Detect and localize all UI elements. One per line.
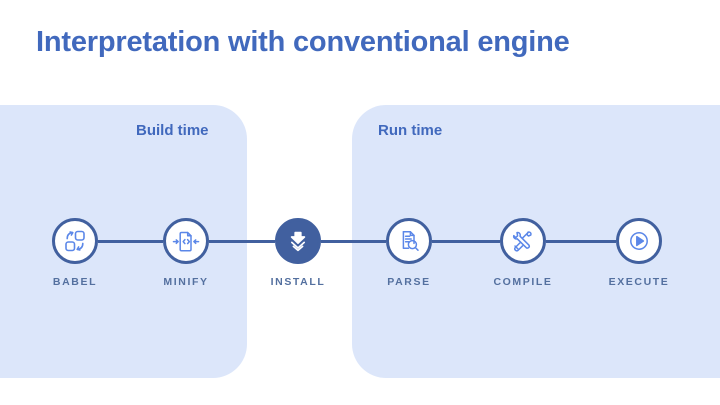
pipeline-step-babel-label: BABEL — [52, 276, 98, 288]
document-code-compress-icon — [172, 231, 200, 252]
pipeline-step-parse-label: PARSE — [387, 276, 431, 288]
document-magnifier-icon — [402, 231, 419, 251]
pipeline-step-minify-label: MINIFY — [163, 276, 209, 288]
pipeline-step-install-label: INSTALL — [270, 276, 326, 288]
play-circle-icon — [630, 232, 648, 250]
pipeline-step-minify[interactable]: MINIFY — [163, 218, 209, 288]
panel-run-time-label: Run time — [378, 122, 443, 139]
download-arrow-icon — [290, 231, 306, 252]
pipeline-step-babel[interactable]: BABEL — [52, 218, 98, 288]
minify-circle — [163, 218, 209, 264]
install-circle — [275, 218, 321, 264]
pipeline-step-execute-label: EXECUTE — [608, 276, 670, 288]
transform-squares-arrows-icon — [65, 230, 85, 252]
babel-circle — [52, 218, 98, 264]
pipeline-step-parse[interactable]: PARSE — [386, 218, 432, 288]
connector-babel-minify — [98, 240, 163, 243]
page-title: Interpretation with conventional engine — [36, 26, 570, 58]
connector-compile-execute — [546, 240, 616, 243]
panel-build-time-label: Build time — [136, 122, 209, 139]
connector-parse-compile — [432, 240, 500, 243]
pipeline-step-execute[interactable]: EXECUTE — [609, 218, 668, 288]
pipeline-step-compile-label: COMPILE — [493, 276, 553, 288]
tools-wrench-screwdriver-icon — [512, 231, 532, 252]
connector-install-parse — [321, 240, 386, 243]
parse-circle — [386, 218, 432, 264]
compile-circle — [500, 218, 546, 264]
execute-circle — [616, 218, 662, 264]
pipeline-step-install[interactable]: INSTALL — [271, 218, 324, 288]
pipeline-step-compile[interactable]: COMPILE — [493, 218, 551, 288]
connector-minify-install — [209, 240, 275, 243]
